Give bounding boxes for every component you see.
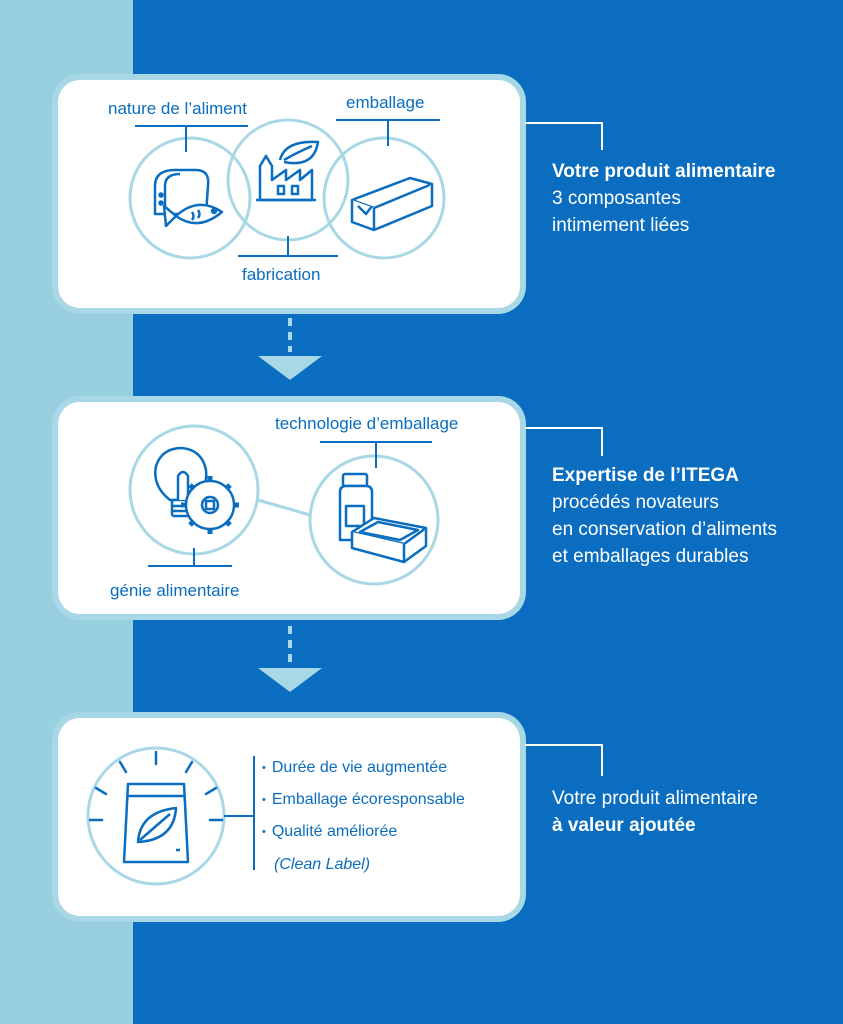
side-title-3: à valeur ajoutée xyxy=(552,815,696,836)
label-food-engineering: génie alimentaire xyxy=(110,581,240,600)
list-item: •Emballage écoresponsable xyxy=(262,791,465,809)
side-text-3: Votre produit alimentaire à valeur ajout… xyxy=(552,785,758,839)
label-manufacturing: fabrication xyxy=(242,265,321,284)
side-connectors xyxy=(525,122,603,776)
side-text-2: Expertise de l’ITEGA procédés novateurs … xyxy=(552,462,777,570)
bullet-dot: • xyxy=(262,826,266,839)
package-icon xyxy=(350,176,434,232)
side-line: et emballages durables xyxy=(552,546,749,567)
side-line: Votre produit alimentaire xyxy=(552,788,758,809)
side-title-1: Votre produit alimentaire xyxy=(552,161,776,182)
list-item: •Durée de vie augmentée xyxy=(262,759,448,777)
benefits-list: •Durée de vie augmentée •Emballage écore… xyxy=(262,752,465,881)
label-food-nature: nature de l’aliment xyxy=(108,99,247,118)
sparkle-rays xyxy=(88,750,224,822)
list-item: •Qualité améliorée xyxy=(262,823,398,841)
label-packaging: emballage xyxy=(346,93,425,112)
factory-leaf-icon xyxy=(256,140,320,202)
bread-fish-icon xyxy=(153,168,224,228)
leaf-pouch-icon xyxy=(122,782,190,864)
side-line: procédés novateurs xyxy=(552,492,719,513)
clean-label-note: (Clean Label) xyxy=(274,855,371,873)
side-text-1: Votre produit alimentaire 3 composantes … xyxy=(552,158,775,239)
flow-arrow-1 xyxy=(258,318,322,380)
side-line: en conservation d’aliments xyxy=(552,519,777,540)
expertise-leader-lines xyxy=(148,441,432,567)
result-connector xyxy=(224,756,255,870)
label-packaging-technology: technologie d’emballage xyxy=(275,414,459,433)
side-line: intimement liées xyxy=(552,215,690,236)
bottle-tray-icon xyxy=(338,472,428,564)
flow-arrow-2 xyxy=(258,626,322,692)
bullet-dot: • xyxy=(262,794,266,807)
lightbulb-gear-icon xyxy=(154,446,239,534)
side-line: 3 composantes xyxy=(552,188,681,209)
side-title-2: Expertise de l’ITEGA xyxy=(552,465,739,486)
bullet-dot: • xyxy=(262,762,266,774)
label-leader-lines xyxy=(135,119,440,257)
